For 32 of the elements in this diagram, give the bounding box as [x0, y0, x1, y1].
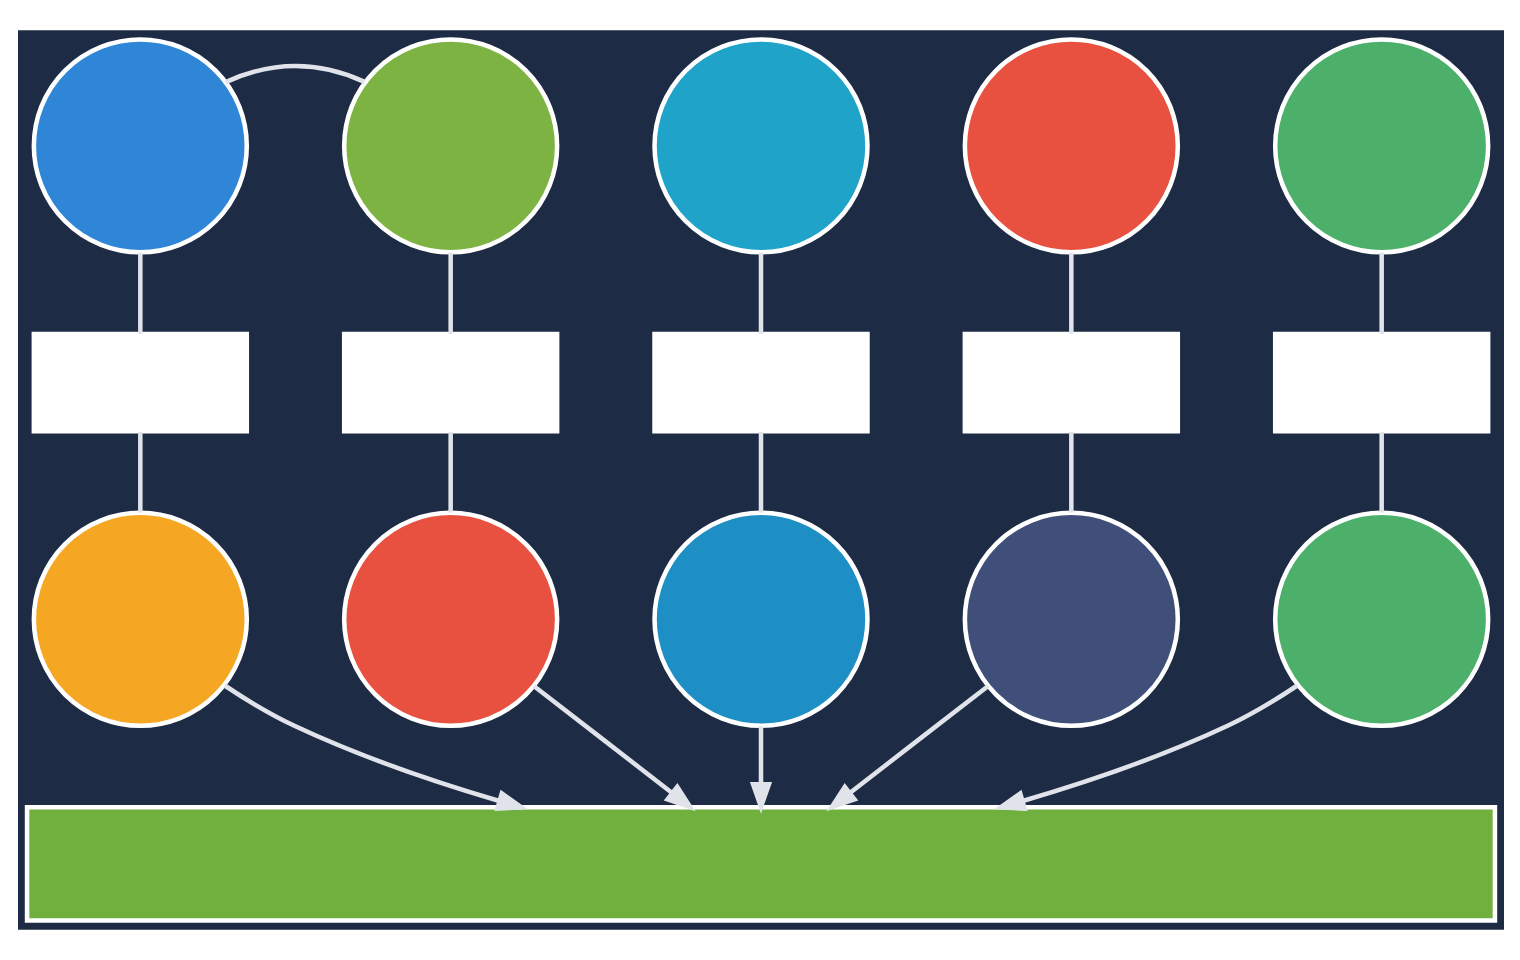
connector	[757, 431, 763, 513]
connector	[137, 431, 142, 513]
node-circle	[30, 510, 249, 729]
node-box	[30, 331, 249, 434]
node-circle	[961, 37, 1180, 255]
node-circle	[30, 37, 249, 255]
arrow	[825, 684, 989, 812]
node-box	[340, 331, 559, 434]
connector	[1068, 252, 1073, 334]
node-box	[1271, 331, 1490, 434]
node-box	[651, 331, 869, 434]
connector	[1378, 431, 1383, 513]
node-circle	[651, 510, 869, 729]
node-circle	[340, 510, 559, 729]
node-circle	[961, 510, 1180, 729]
node-box	[961, 331, 1180, 434]
connector	[137, 252, 142, 334]
connector	[1068, 431, 1073, 513]
arrow	[222, 683, 527, 812]
arrow	[748, 726, 772, 814]
node-circle	[340, 37, 559, 255]
connector	[757, 252, 763, 334]
node-circle	[1271, 37, 1490, 255]
node-circle	[651, 37, 869, 255]
connector	[223, 63, 365, 85]
node-circle	[1271, 510, 1490, 729]
arrow	[993, 683, 1298, 812]
node-bar	[23, 805, 1497, 923]
connector	[1378, 252, 1383, 334]
connector	[447, 252, 452, 334]
arrow	[531, 684, 695, 812]
connector	[447, 431, 452, 513]
